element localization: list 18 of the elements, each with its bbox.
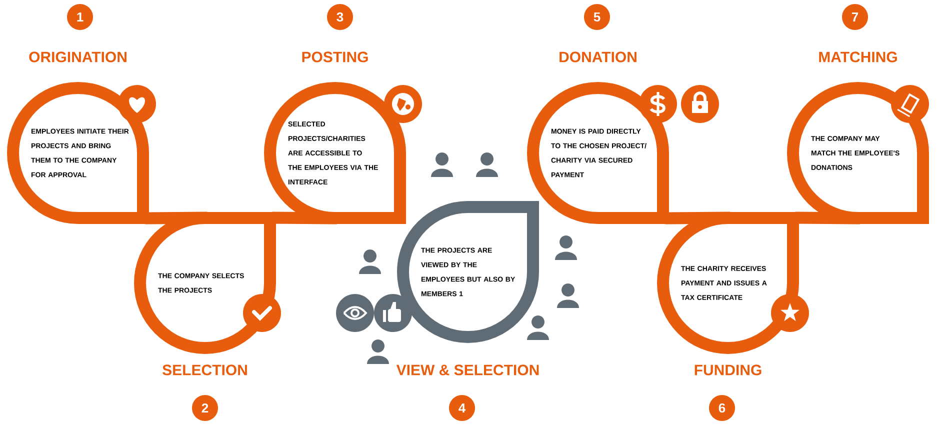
step-heading: POSTING xyxy=(302,52,368,62)
step-heading: SELECTION xyxy=(162,364,247,376)
connector-band xyxy=(795,212,860,224)
connector-band xyxy=(145,212,208,224)
step-number: 6 xyxy=(709,394,735,421)
step-number: 2 xyxy=(192,394,218,421)
connector-band xyxy=(665,212,730,224)
step-number: 1 xyxy=(67,4,93,30)
step-heading: MATCHING xyxy=(819,52,897,62)
step-heading: VIEW & SELECTION xyxy=(396,364,539,376)
step-number: 7 xyxy=(842,4,868,30)
connector-band xyxy=(272,212,338,224)
step-heading: FUNDING xyxy=(694,364,762,376)
step-number: 4 xyxy=(449,394,475,421)
step-number: 3 xyxy=(327,4,353,30)
step-heading: ORIGINATION xyxy=(29,52,126,62)
step-number: 5 xyxy=(584,4,610,30)
step-heading: DONATION xyxy=(560,52,636,62)
